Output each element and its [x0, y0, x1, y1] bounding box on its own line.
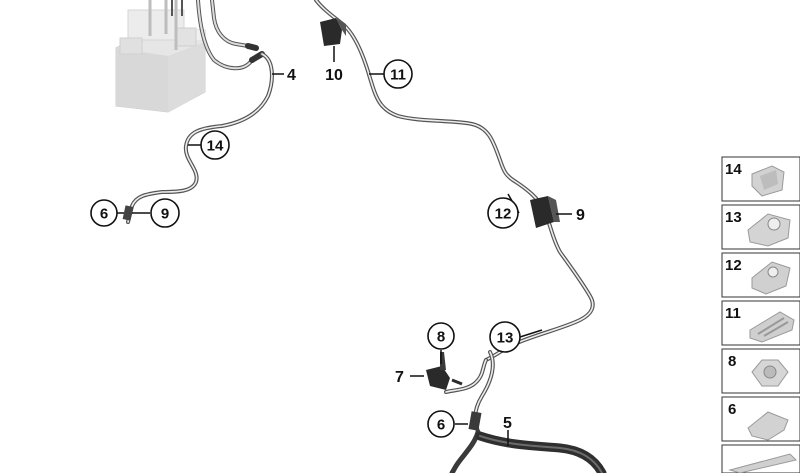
svg-text:9: 9: [161, 206, 169, 223]
svg-text:13: 13: [725, 209, 742, 226]
label-4: 4: [287, 67, 296, 84]
callout-8: 8: [427, 322, 455, 350]
abs-hydraulic-unit: [115, 0, 206, 113]
svg-text:6: 6: [728, 401, 736, 418]
bracket-7: [426, 352, 463, 390]
svg-text:14: 14: [207, 138, 224, 155]
leader-lines: [117, 46, 572, 446]
brake-lines: [126, 0, 607, 473]
thumbnail-6: 6: [721, 396, 800, 442]
svg-text:8: 8: [437, 329, 445, 346]
label-7: 7: [395, 369, 404, 386]
thumbnail-13: 13: [721, 204, 800, 250]
svg-text:6: 6: [100, 206, 108, 223]
svg-text:12: 12: [495, 206, 512, 223]
bracket-10: [320, 18, 346, 46]
label-10: 10: [325, 67, 343, 84]
callout-6-bottom: 6: [427, 410, 455, 438]
svg-text:11: 11: [725, 305, 741, 322]
svg-text:14: 14: [725, 161, 742, 178]
label-9-right: 9: [576, 207, 585, 224]
callout-11: 11: [383, 59, 413, 89]
parts-thumbnail-legend: 14 13 12 11 8: [721, 156, 800, 473]
svg-text:6: 6: [437, 417, 445, 434]
svg-text:11: 11: [390, 67, 406, 84]
thumbnail-11: 11: [721, 300, 800, 346]
fitting-6-left: [122, 205, 134, 221]
svg-text:13: 13: [497, 330, 514, 347]
thumbnail-partial: [721, 444, 800, 473]
callout-6-left: 6: [90, 199, 118, 227]
callout-13: 13: [489, 321, 521, 353]
thumbnail-12: 12: [721, 252, 800, 298]
svg-text:8: 8: [728, 353, 736, 370]
callout-14: 14: [200, 130, 230, 160]
bracket-9-right: [530, 196, 560, 228]
fitting-lower: [468, 411, 482, 431]
svg-text:12: 12: [725, 257, 742, 274]
callout-9-left: 9: [150, 198, 180, 228]
callout-12: 12: [487, 197, 519, 229]
thumbnail-8: 8: [721, 348, 800, 394]
label-5: 5: [503, 415, 512, 432]
thumbnail-14: 14: [721, 156, 800, 202]
